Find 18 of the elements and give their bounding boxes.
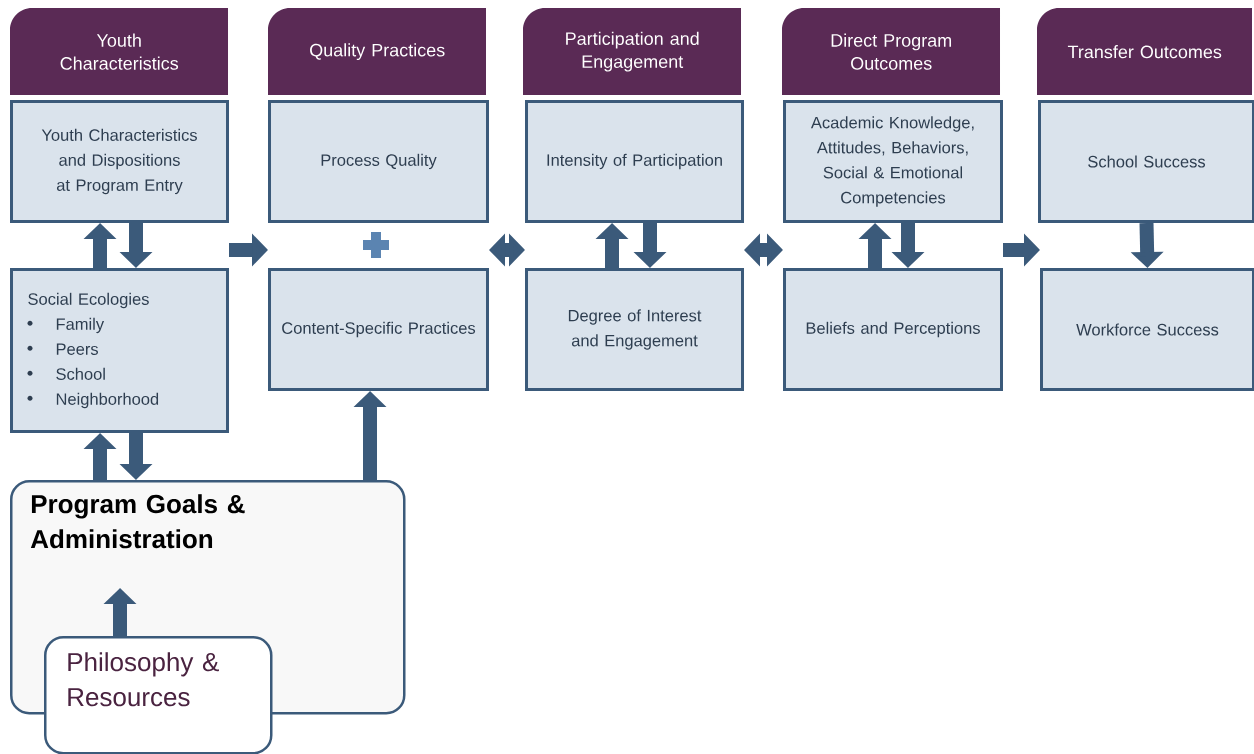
- block-arrow: [489, 233, 525, 267]
- process-box: Youth Characteristics and Dispositions at Program Entry: [10, 100, 229, 223]
- process-box: Degree of Interest and Engagement: [525, 268, 744, 391]
- process-box: Process Quality: [268, 100, 489, 223]
- process-box: Content-Specific Practices: [268, 268, 489, 391]
- process-box: Social Ecologies Family Peers School Neighborhood: [10, 268, 229, 433]
- process-box: Workforce Success: [1040, 268, 1254, 391]
- column-header: Youth Characteristics: [10, 8, 228, 95]
- process-box: Intensity of Participation: [525, 100, 744, 223]
- column-header: Transfer Outcomes: [1037, 8, 1252, 95]
- process-box: School Success: [1038, 100, 1254, 223]
- column-header: Quality Practices: [268, 8, 486, 95]
- column-header: Participation and Engagement: [523, 8, 741, 95]
- process-box: Beliefs and Perceptions: [783, 268, 1003, 391]
- column-header: Direct Program Outcomes: [782, 8, 1000, 95]
- rounded-box: Philosophy & Resources: [44, 636, 273, 754]
- block-arrow: [744, 233, 783, 267]
- process-box: Academic Knowledge, Attitudes, Behaviors, Social & Emotional Competencies: [783, 100, 1003, 223]
